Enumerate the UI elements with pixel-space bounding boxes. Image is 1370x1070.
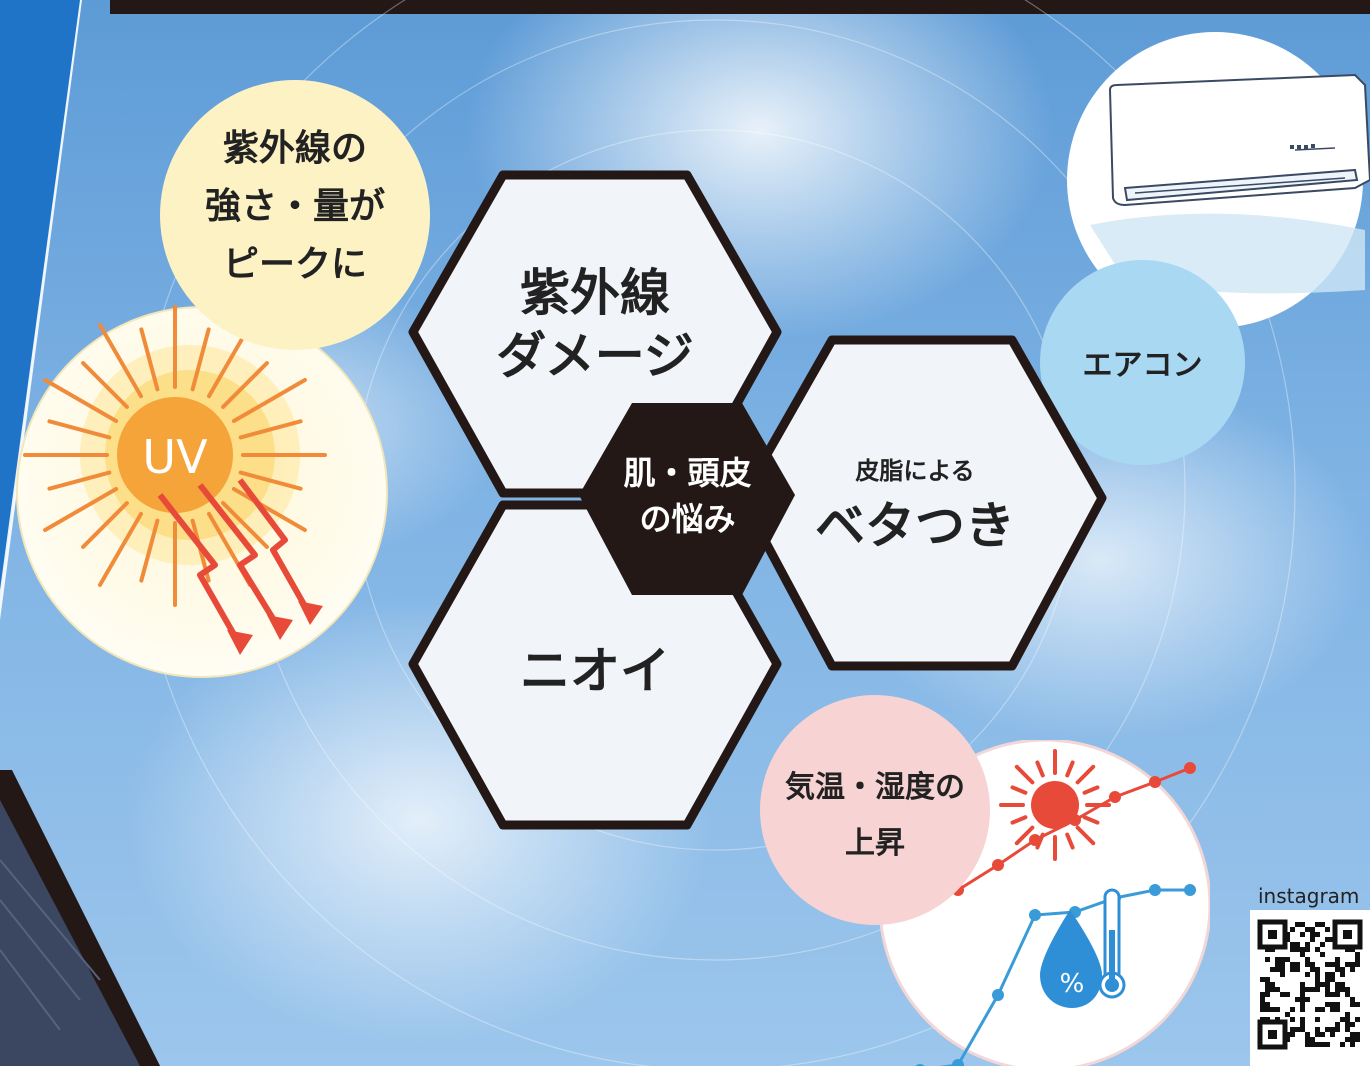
hex-odor-label: ニオイ xyxy=(520,642,670,700)
center-label: 肌・頭皮 の悩み xyxy=(590,450,785,542)
aircon-label: エアコン xyxy=(1082,348,1203,383)
temp-bubble xyxy=(760,695,990,925)
hex-uv-label: 紫外線 ダメージ xyxy=(460,262,730,387)
hex-uv-line-1: 紫外線 xyxy=(520,264,670,322)
uv-badge: UV xyxy=(142,430,208,484)
humidity-symbol: % xyxy=(1060,969,1085,999)
uv-sun-illustration: UV xyxy=(16,305,388,678)
center-line-2: の悩み xyxy=(639,500,736,538)
hex-center xyxy=(579,403,795,595)
uv-peak-bubble xyxy=(160,80,430,350)
uv-peak-line-1: 紫外線の xyxy=(222,128,367,169)
hex-oil-small-label: 皮脂による xyxy=(855,457,975,485)
top-banner-bar xyxy=(110,0,1370,14)
hex-uv-line-2: ダメージ xyxy=(496,326,694,385)
aircon-illustration xyxy=(1067,32,1370,328)
center-line-1: 肌・頭皮 xyxy=(623,454,752,492)
uv-peak-line-3: ピークに xyxy=(222,244,367,285)
temp-humidity-text: 気温・湿度の 上昇 xyxy=(760,760,990,872)
uv-peak-line-2: 強さ・量が xyxy=(204,186,385,227)
hex-oil xyxy=(737,335,1107,671)
hex-oil-big-label: ベタつき xyxy=(815,497,1015,555)
temp-line-2: 上昇 xyxy=(845,826,905,861)
building-photo xyxy=(0,800,140,1066)
uv-peak-text: 紫外線の 強さ・量が ピークに xyxy=(160,120,430,294)
instagram-label[interactable]: instagram xyxy=(1258,884,1360,908)
temp-line-1: 気温・湿度の xyxy=(785,770,965,805)
instagram-qr-code[interactable] xyxy=(1250,910,1370,1066)
aircon-bubble xyxy=(1040,260,1245,465)
qr-pattern xyxy=(1257,919,1363,1050)
